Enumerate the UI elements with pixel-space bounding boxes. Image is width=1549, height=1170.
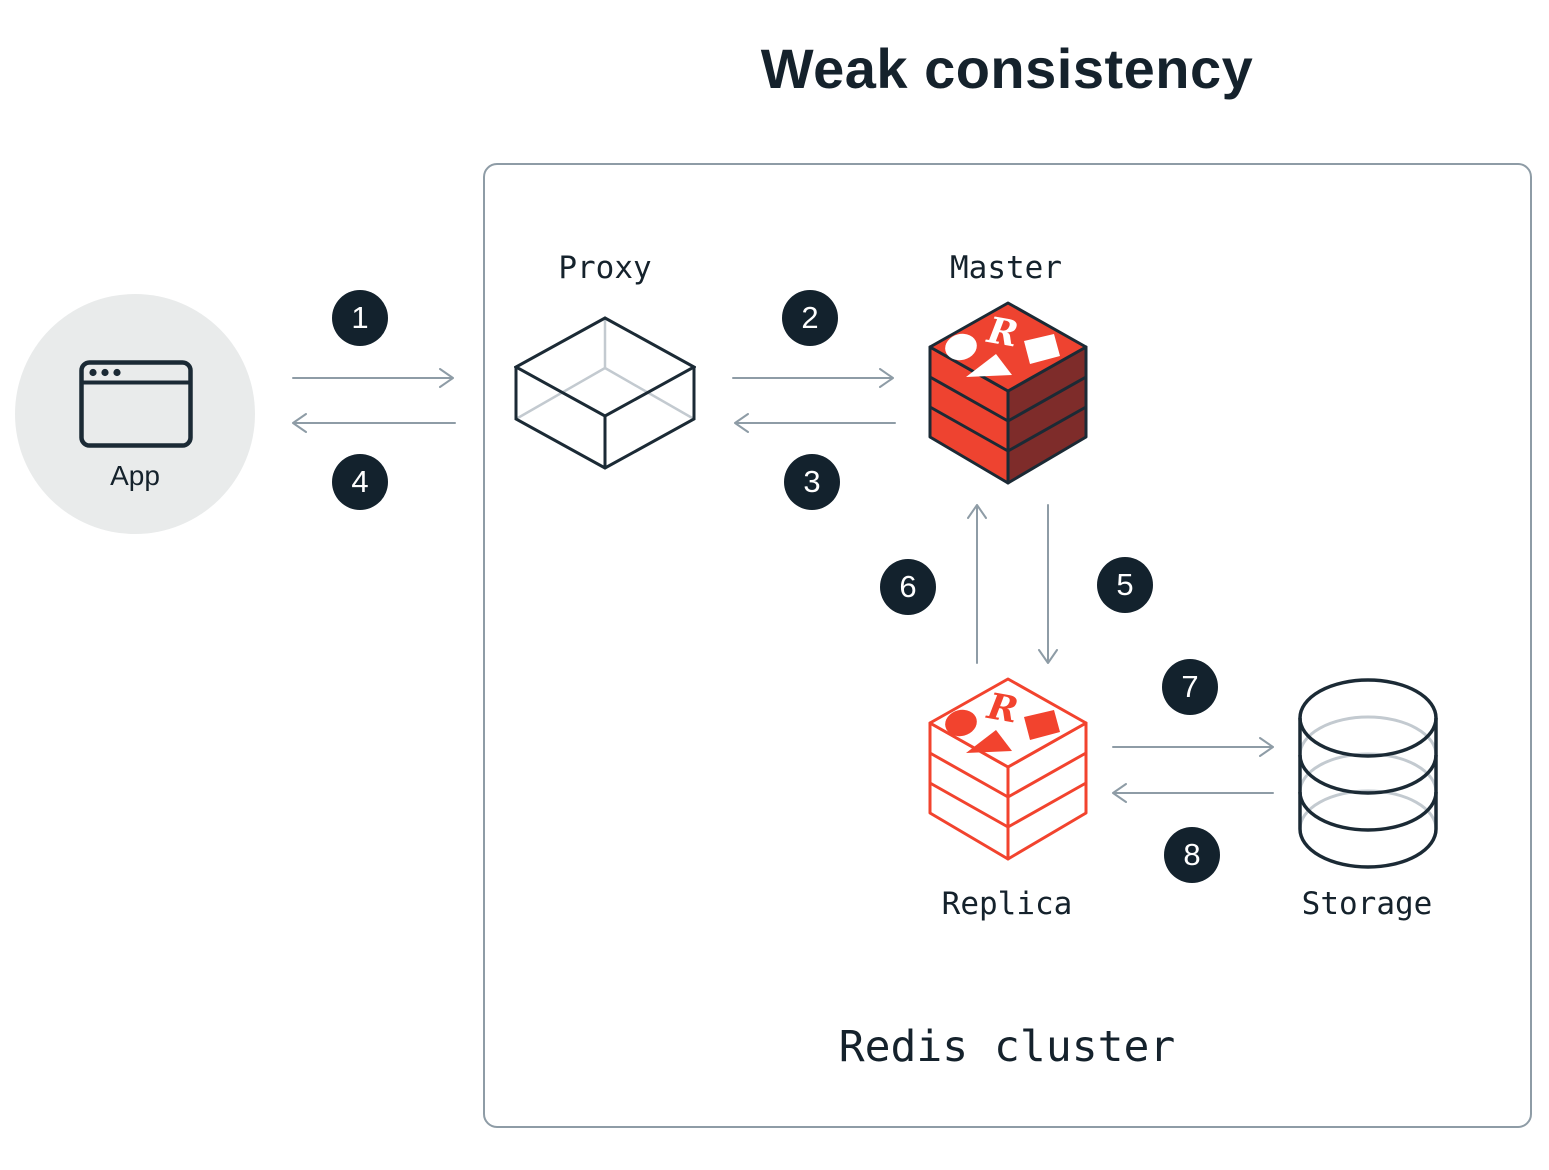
master-label: Master bbox=[950, 250, 1062, 286]
proxy-box-icon bbox=[514, 316, 696, 470]
storage-label: Storage bbox=[1301, 886, 1433, 922]
arrow-step5-master-to-replica bbox=[1038, 504, 1058, 664]
arrow-step1-app-to-proxy bbox=[292, 368, 454, 388]
redis-master-icon: R bbox=[928, 301, 1088, 485]
step-badge-7: 7 bbox=[1162, 659, 1218, 715]
replica-label: Replica bbox=[941, 886, 1073, 922]
app-label: App bbox=[110, 460, 160, 491]
redis-replica-icon: R bbox=[928, 677, 1088, 861]
arrow-step4-proxy-to-app bbox=[292, 413, 456, 433]
step-badge-6: 6 bbox=[880, 559, 936, 615]
proxy-label: Proxy bbox=[558, 250, 652, 286]
step-badge-1: 1 bbox=[332, 290, 388, 346]
arrow-step6-replica-to-master bbox=[967, 504, 987, 664]
app-node bbox=[15, 294, 255, 534]
step-badge-3: 3 bbox=[784, 454, 840, 510]
redis-logo-r-mark: R bbox=[983, 309, 1021, 356]
redis-cluster-label: Redis cluster bbox=[838, 1022, 1176, 1072]
diagram-title: Weak consistency bbox=[760, 37, 1254, 100]
redis-cluster-container bbox=[483, 163, 1532, 1128]
step-badge-4: 4 bbox=[332, 454, 388, 510]
step-badge-8: 8 bbox=[1164, 827, 1220, 883]
arrow-step8-storage-to-replica bbox=[1112, 783, 1274, 803]
redis-logo-r-mark: R bbox=[983, 685, 1021, 732]
arrow-step2-proxy-to-master bbox=[732, 368, 894, 388]
browser-window-icon bbox=[79, 360, 193, 448]
arrow-step3-master-to-proxy bbox=[734, 413, 896, 433]
storage-cylinder-icon bbox=[1298, 678, 1438, 869]
step-badge-2: 2 bbox=[782, 290, 838, 346]
arrow-step7-replica-to-storage bbox=[1112, 737, 1274, 757]
step-badge-5: 5 bbox=[1097, 557, 1153, 613]
